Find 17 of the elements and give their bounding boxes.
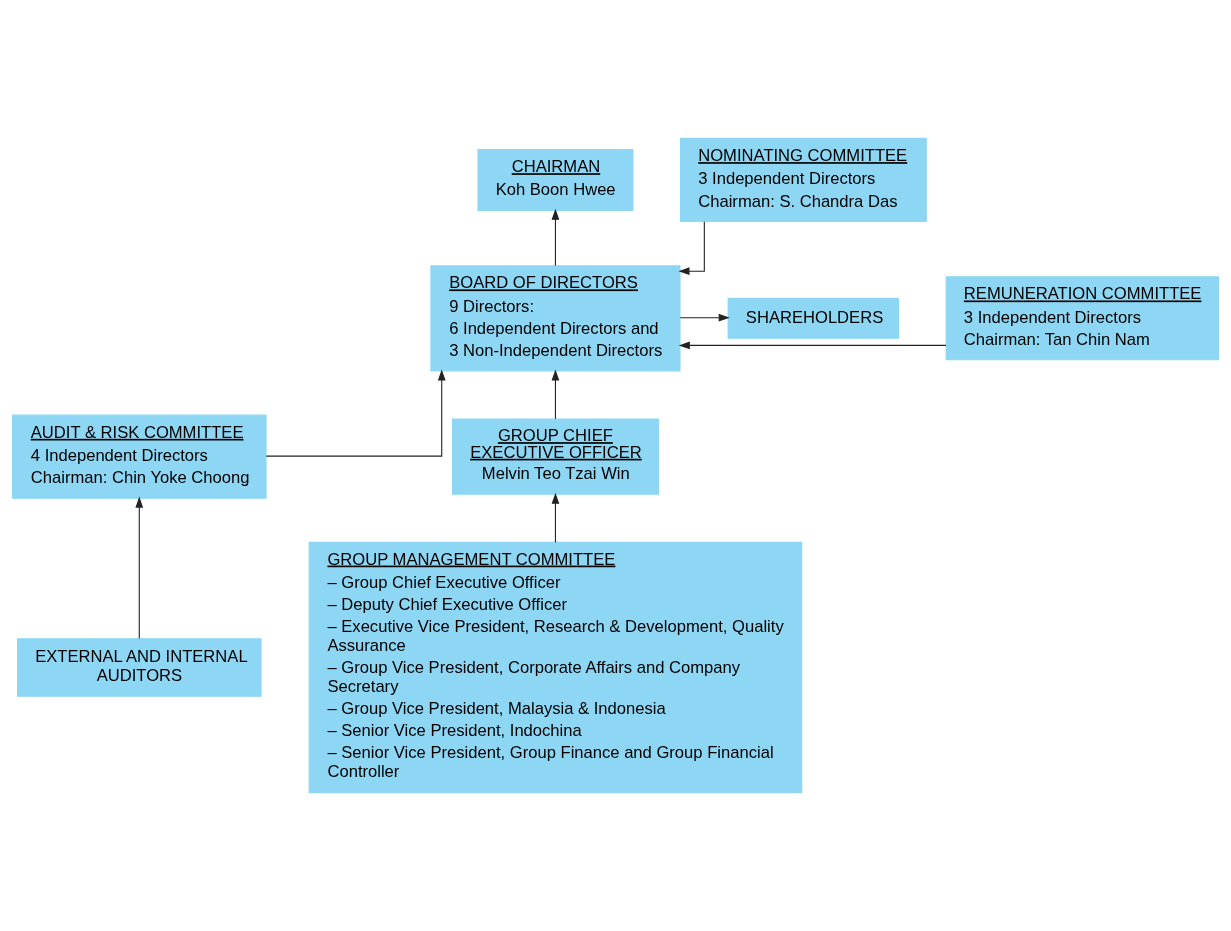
arrow [551, 369, 560, 420]
arrow [265, 369, 446, 457]
arrow [679, 313, 730, 322]
arrow [678, 221, 705, 276]
node-box: NOMINATING COMMITTEE 3 Independent Directors Chairman: S. Chandra Das [679, 137, 927, 222]
node-box: GROUP MANAGEMENT COMMITTEE – Group Chief Executive Officer – Deputy Chief Executive Officer – Executive Vice President, Research & Development, Quality Assurance – Group Vice President, Corporate Affairs and Company Secretary – Group Vice President, Malaysia & Indonesia – Senior Vice President, Indochina – Senior Vice President, Group Finance and Group Financial Controller [308, 541, 803, 794]
node-box: GROUP CHIEF EXECUTIVE OFFICER Melvin Teo Tzai Win [451, 418, 659, 495]
arrow [551, 492, 560, 543]
node-box: CHAIRMAN Koh Boon Hwee [477, 148, 634, 211]
node-box: REMUNERATION COMMITTEE 3 Independent Directors Chairman: Tan Chin Nam [945, 276, 1219, 361]
node-box: BOARD OF DIRECTORS 9 Directors: 6 Independent Directors and 3 Non-Independent Directors [430, 265, 681, 372]
node-box: EXTERNAL AND INTERNAL AUDITORS [16, 638, 262, 697]
arrow [551, 208, 560, 267]
arrow [135, 496, 144, 640]
arrow [678, 341, 947, 350]
node-box: SHAREHOLDERS [727, 297, 900, 339]
node-box: AUDIT & RISK COMMITTEE 4 Independent Directors Chairman: Chin Yoke Choong [12, 414, 267, 499]
